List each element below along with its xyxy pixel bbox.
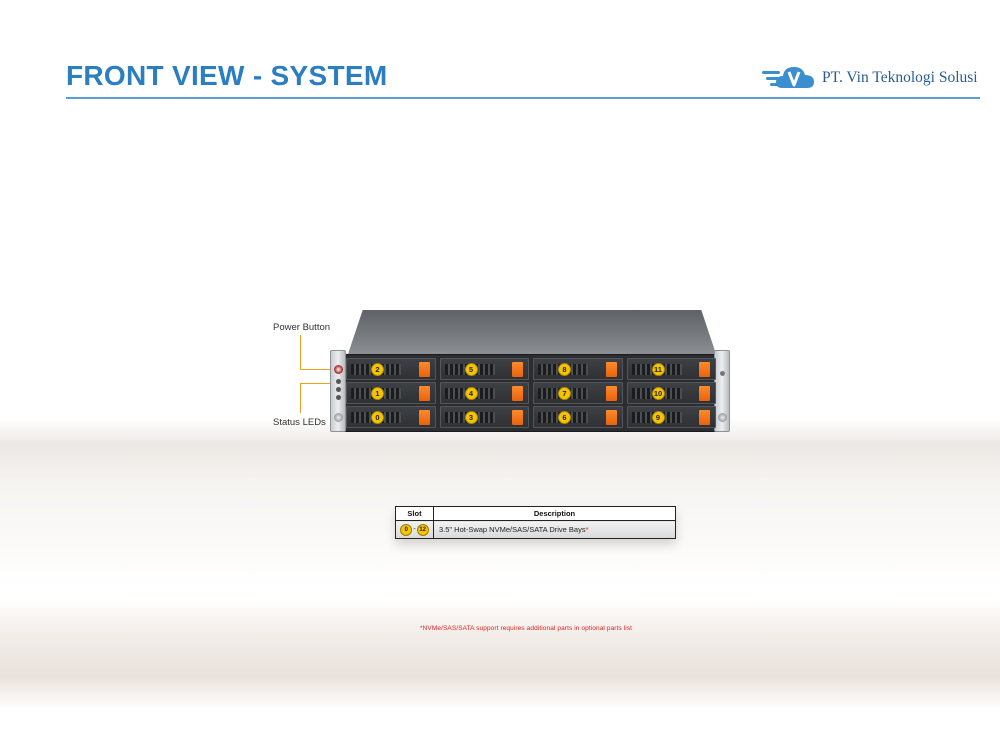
company-logo: PT. Vin Teknologi Solusi — [762, 62, 978, 94]
left-rack-ear — [330, 350, 346, 432]
drive-bay[interactable]: 1 — [346, 382, 436, 404]
bay-release-handle[interactable] — [605, 386, 617, 401]
slot-end-badge: 12 — [416, 523, 429, 536]
bay-number-badge: 0 — [371, 411, 384, 424]
title-divider — [66, 97, 980, 99]
status-led-icon — [336, 379, 341, 384]
bay-number-badge: 4 — [464, 387, 478, 400]
drive-bay[interactable]: 6 — [533, 406, 623, 428]
power-button-icon[interactable] — [334, 365, 343, 374]
drive-bay-grid: 2 5 8 11 1 4 7 10 0 3 6 9 — [346, 358, 716, 428]
backdrop-band-bottom — [0, 600, 1000, 710]
drive-bay[interactable]: 0 — [346, 406, 436, 428]
thumbscrew-icon — [334, 413, 343, 422]
drive-bay[interactable]: 10 — [626, 382, 716, 404]
table-row: 0-12 3.5" Hot-Swap NVMe/SAS/SATA Drive B… — [395, 520, 676, 539]
cloud-v-logo-icon — [762, 67, 814, 88]
bay-number-badge: 7 — [558, 387, 571, 400]
drive-bay[interactable]: 7 — [533, 382, 623, 404]
bay-release-handle[interactable] — [699, 362, 710, 377]
bay-release-handle[interactable] — [418, 386, 430, 401]
description-cell: 3.5" Hot-Swap NVMe/SAS/SATA Drive Bays* — [433, 520, 676, 539]
power-button-callout-line-horizontal — [300, 369, 330, 370]
bay-number-badge: 6 — [558, 411, 571, 424]
bay-release-handle[interactable] — [418, 362, 430, 377]
status-leds-callout-line-horizontal — [300, 383, 330, 384]
bay-release-handle[interactable] — [699, 410, 710, 425]
drive-bay[interactable]: 9 — [626, 406, 716, 428]
footnote-asterisk: * — [585, 525, 589, 534]
bay-release-handle[interactable] — [699, 386, 710, 401]
bay-release-handle[interactable] — [512, 362, 523, 377]
power-button-callout-label: Power Button — [273, 322, 331, 333]
bay-number-badge: 8 — [558, 363, 571, 376]
bay-release-handle[interactable] — [512, 386, 523, 401]
bay-number-badge: 1 — [371, 387, 384, 400]
slot-column-header: Slot — [395, 506, 434, 521]
bay-number-badge: 9 — [651, 411, 665, 424]
status-led-icon — [336, 387, 341, 392]
slot-description-table: Slot Description 0-12 3.5" Hot-Swap NVMe… — [395, 506, 676, 539]
bay-release-handle[interactable] — [605, 362, 617, 377]
bay-release-handle[interactable] — [605, 410, 617, 425]
bay-release-handle[interactable] — [418, 410, 430, 425]
drive-bay[interactable]: 8 — [533, 358, 623, 380]
server-front-view: 2 5 8 11 1 4 7 10 0 3 6 9 — [330, 310, 730, 432]
bay-number-badge: 3 — [464, 411, 478, 424]
slot-range-cell: 0-12 — [395, 520, 434, 539]
drive-bay[interactable]: 11 — [626, 358, 716, 380]
description-column-header: Description — [433, 506, 676, 521]
power-button-callout-line-vertical — [300, 335, 301, 370]
bay-number-badge: 11 — [651, 363, 665, 376]
status-led-icon — [336, 395, 341, 400]
slot-range-separator: - — [413, 526, 416, 533]
company-name: PT. Vin Teknologi Solusi — [822, 69, 978, 86]
bay-release-handle[interactable] — [512, 410, 523, 425]
table-header-row: Slot Description — [395, 506, 676, 521]
footnote-text: *NVMe/SAS/SATA support requires addition… — [420, 625, 633, 632]
drive-bay[interactable]: 4 — [439, 382, 529, 404]
bay-number-badge: 5 — [464, 363, 478, 376]
drive-bay[interactable]: 2 — [346, 358, 436, 380]
thumbscrew-icon — [718, 413, 727, 422]
right-rack-ear — [714, 350, 730, 432]
bay-number-badge: 10 — [651, 387, 665, 400]
drive-bay[interactable]: 3 — [439, 406, 529, 428]
ear-indicator-icon — [720, 371, 725, 376]
status-leds-callout-label: Status LEDs — [273, 417, 326, 428]
drive-bay[interactable]: 5 — [439, 358, 529, 380]
chassis-top-cover — [348, 310, 716, 354]
status-leds-callout-line-vertical — [300, 383, 301, 413]
bay-number-badge: 2 — [371, 363, 384, 376]
page-title: FRONT VIEW - SYSTEM — [66, 60, 388, 91]
description-text: 3.5" Hot-Swap NVMe/SAS/SATA Drive Bays — [439, 525, 586, 534]
slot-start-badge: 0 — [400, 523, 413, 536]
